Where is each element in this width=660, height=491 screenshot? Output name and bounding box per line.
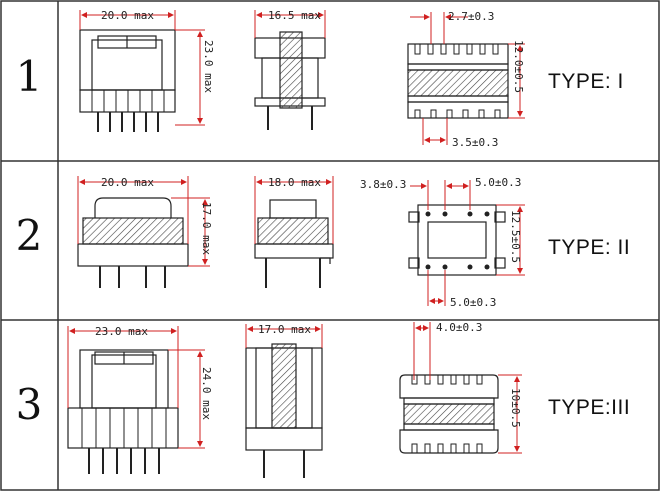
row-1-type-label: TYPE: I — [548, 70, 624, 93]
row-2-side-dims — [254, 176, 334, 244]
row-1-front-view — [79, 29, 176, 132]
row-3-front-dims — [67, 326, 205, 449]
row-1-row-spacing-label: 12.0±0.5 — [512, 40, 525, 93]
row-3-pin-pitch-top-label: 4.0±0.3 — [436, 321, 482, 334]
row-2-type-label: TYPE: II — [548, 236, 631, 259]
row-1-side-view — [254, 31, 326, 130]
row-3-type-label: TYPE:III — [548, 396, 631, 419]
row-2-pin-pitch-bottom-label: 5.0±0.3 — [450, 296, 496, 309]
row-2-row-spacing-label: 12.5±0.5 — [509, 210, 522, 263]
row-3-bottom-view — [399, 374, 499, 454]
row-2-pin-pitch-top-label: 5.0±0.3 — [475, 176, 521, 189]
row-1-side-dims — [254, 10, 326, 38]
row-2-front-dims — [77, 176, 210, 267]
row-1-bottom-dims — [410, 12, 525, 145]
row-1-number: 1 — [15, 52, 43, 101]
row-2-left-offset-label: 3.8±0.3 — [360, 178, 406, 191]
row-2-side-view — [254, 199, 334, 288]
row-2-bottom-dims — [410, 180, 525, 306]
row-2-bottom-view — [408, 204, 506, 276]
row-3-side-view — [245, 343, 323, 478]
row-1-front-width-label: 20.0 max — [101, 9, 154, 22]
row-3-side-width-label: 17.0 max — [258, 323, 311, 336]
row-3-number: 3 — [15, 380, 43, 429]
row-2-front-width-label: 20.0 max — [101, 176, 154, 189]
row-1-front-height-label: 23.0 max — [202, 40, 215, 93]
row-3-bottom-dims — [413, 322, 522, 454]
row-2-side-width-label: 18.0 max — [268, 176, 321, 189]
row-1-pin-pitch-bottom-label: 3.5±0.3 — [452, 136, 498, 149]
row-1-bottom-view — [407, 43, 509, 119]
row-1-side-width-label: 16.5 max — [268, 9, 321, 22]
row-3-row-spacing-label: 10±0.5 — [509, 388, 522, 428]
row-1-pin-pitch-top-label: 2.7±0.3 — [448, 10, 494, 23]
row-3-front-height-label: 24.0 max — [200, 367, 213, 420]
row-3-front-width-label: 23.0 max — [95, 325, 148, 338]
row-1-front-dims — [79, 10, 205, 126]
row-3-front-view — [67, 349, 179, 474]
row-2-front-view — [77, 197, 189, 288]
row-3-side-dims — [245, 324, 323, 348]
row-2-number: 2 — [15, 211, 43, 260]
row-2-front-height-label: 17.0 max — [200, 202, 213, 255]
